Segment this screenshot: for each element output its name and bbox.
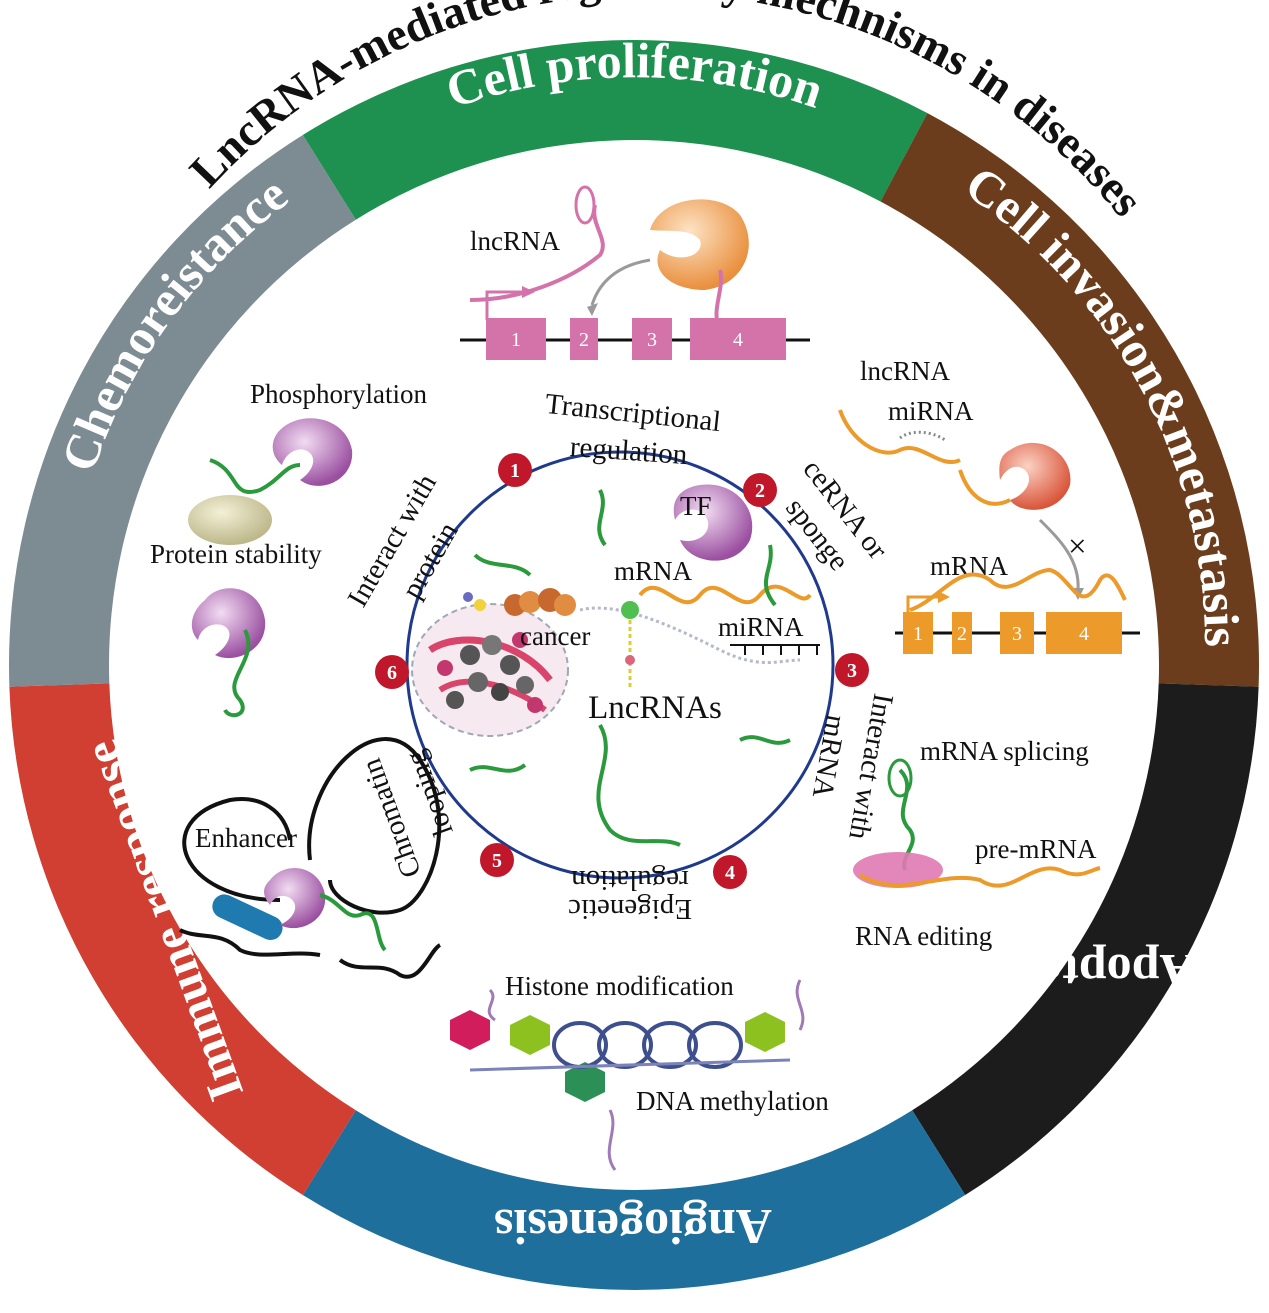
badge-2: 2 [743, 473, 777, 507]
invasion-exon-2 [952, 612, 972, 654]
invasion-arrow [1038, 518, 1080, 591]
prolif-exon-1 [486, 318, 546, 360]
apoptosis-editing-enzyme [853, 852, 943, 888]
prolif-lncrna-label: lncRNA [470, 226, 560, 256]
badge-4: 4 [713, 855, 747, 889]
svg-text:3: 3 [847, 660, 857, 682]
mechanism-badges: 1 2 3 4 5 6 [375, 453, 869, 889]
invasion-exon-2-label: 2 [957, 623, 967, 645]
panel-cell-invasion: lncRNA miRNA × mRNA 1 2 3 4 [838, 356, 1140, 654]
prolif-arrow [590, 258, 651, 306]
prolif-exon-3 [632, 318, 672, 360]
angio-histone-label: Histone modification [505, 971, 734, 1001]
inner-green-lncrnas [469, 489, 791, 847]
prolif-exon-4 [690, 318, 786, 360]
ring-segment-cell-invasion [880, 113, 1260, 687]
invasion-protein [999, 442, 1071, 510]
badge-3: 3 [835, 653, 869, 687]
ring-segment-cell-proliferation [302, 40, 928, 220]
invasion-lncrna-label: lncRNA [860, 356, 950, 386]
mechanism-4-line1: Epigenetic [568, 893, 692, 925]
prolif-tss-arrow [485, 290, 525, 320]
badge-6: 6 [375, 655, 409, 689]
angio-hexagon-lime [510, 1015, 550, 1055]
svg-text:2: 2 [755, 480, 765, 502]
label-angiogenesis: Angiogenesis [494, 1199, 772, 1255]
svg-text:1: 1 [510, 460, 520, 482]
invasion-exon-3 [1000, 612, 1034, 654]
inner-mirna-strand [730, 644, 820, 655]
cancer-label: cancer [520, 621, 590, 651]
mechanism-4-line2: regulation [571, 864, 689, 896]
apoptosis-premrna-label: pre-mRNA [975, 834, 1097, 864]
prolif-exon-4-label: 4 [733, 329, 743, 351]
inner-mrna-strand [638, 584, 812, 605]
apoptosis-premrna-strand [858, 866, 1101, 888]
chemo-protein-top [272, 418, 353, 486]
label-apoptosis: Apoptosis [984, 944, 1195, 1000]
prolif-exon-1-label: 1 [511, 329, 521, 351]
chemo-protein-bottom [191, 588, 266, 659]
immune-chromatin-loop [307, 737, 442, 915]
tf-label: TF [680, 491, 712, 521]
angio-hexagon-green [565, 1062, 605, 1102]
svg-text:6: 6 [387, 662, 397, 684]
invasion-exon-4 [1046, 612, 1122, 654]
panel-chemoresistance: Phosphorylation Protein stability [150, 379, 428, 718]
invasion-mirna-label: miRNA [888, 396, 974, 426]
molecule-cluster [463, 588, 801, 690]
prolif-exon-2 [570, 318, 598, 360]
svg-text:4: 4 [725, 862, 735, 884]
outer-ring [9, 40, 1260, 1290]
invasion-lncrna-strand [838, 409, 961, 464]
panel-cell-proliferation: lncRNA 1 2 3 4 [460, 185, 810, 360]
prolif-exon-3-label: 3 [647, 329, 657, 351]
immune-enhancer-block [212, 894, 283, 940]
invasion-exon-1 [903, 612, 933, 654]
cancer-cell-cluster [411, 603, 569, 737]
label-chemoresistance: Chemoreistance [50, 165, 298, 478]
svg-text:5: 5 [492, 850, 502, 872]
invasion-exon-4-label: 4 [1079, 623, 1089, 645]
angio-nucleosomes [552, 1021, 743, 1069]
angio-methylation-label: DNA methylation [636, 1086, 829, 1116]
inner-mirna-label: miRNA [718, 612, 804, 642]
ring-segment-apoptosis [912, 683, 1259, 1196]
panel-angiogenesis: Histone modification DNA methylation [450, 971, 829, 1171]
prolif-lncrna-strand [469, 204, 605, 302]
chemo-protein-tan [188, 495, 272, 545]
invasion-block-x: × [1068, 529, 1087, 565]
prolif-protein [650, 199, 749, 290]
apoptosis-editing-label: RNA editing [855, 921, 992, 951]
panel-immune-response: Enhancer [179, 737, 442, 979]
chemo-stability-label: Protein stability [150, 539, 322, 569]
panel-apoptosis: mRNA splicing pre-mRNA RNA editing [853, 736, 1101, 951]
invasion-exon-3-label: 3 [1012, 623, 1022, 645]
badge-5: 5 [480, 843, 514, 877]
badge-1: 1 [498, 453, 532, 487]
angio-hexagon-lime-2 [745, 1012, 785, 1052]
invasion-exon-1-label: 1 [913, 623, 923, 645]
chemo-phosphorylation-label: Phosphorylation [250, 379, 428, 409]
prolif-exon-2-label: 2 [579, 329, 589, 351]
apoptosis-splicing-label: mRNA splicing [920, 736, 1089, 766]
immune-enhancer-label: Enhancer [195, 823, 297, 853]
ring-segment-chemoresistance [9, 134, 356, 687]
angio-hexagon-pink [450, 1010, 490, 1050]
ring-segment-angiogenesis [302, 1110, 966, 1290]
ring-segment-immune-response [9, 683, 356, 1196]
center-label-lncrnas: LncRNAs [588, 690, 722, 726]
inner-tf: TF [673, 484, 753, 561]
inner-mrna-label: mRNA [614, 556, 693, 586]
immune-protein [264, 868, 326, 929]
